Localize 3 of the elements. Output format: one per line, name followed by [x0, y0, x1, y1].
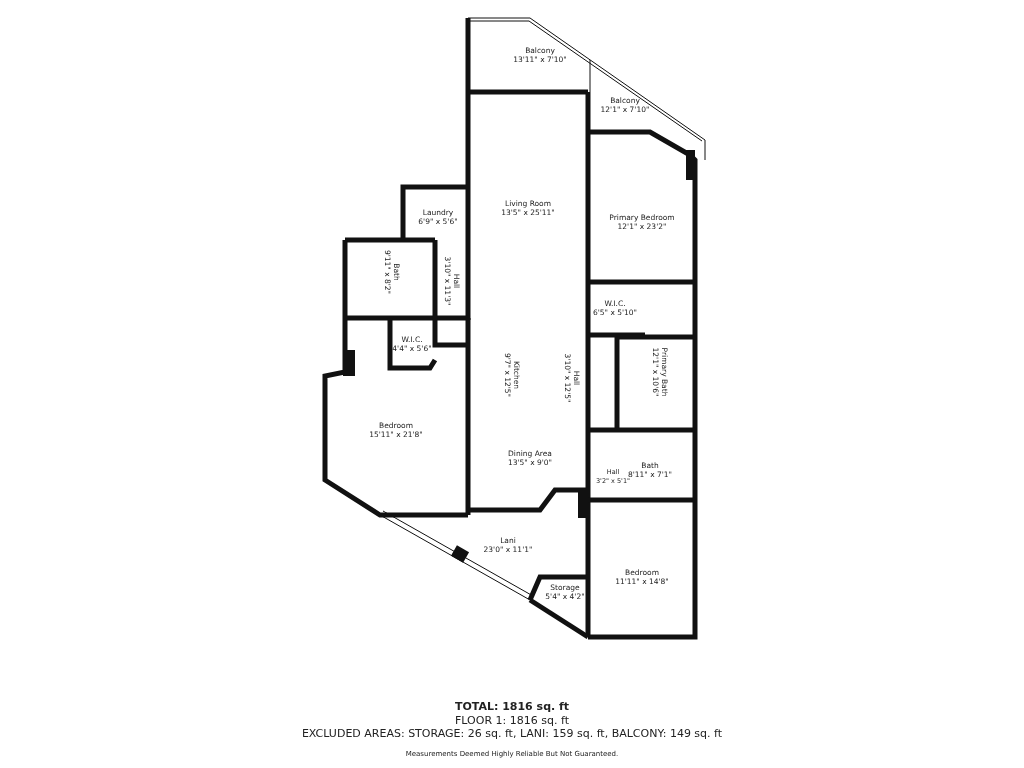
total-area: TOTAL: 1816 sq. ft — [454, 699, 570, 713]
excluded-areas-note: EXCLUDED AREAS: STORAGE: 26 sq. ft, LANI: 159 sq. ft, BALCONY: 149 sq. ft — [301, 726, 723, 740]
floor-area: FLOOR 1: 1816 sq. ft — [455, 713, 569, 727]
